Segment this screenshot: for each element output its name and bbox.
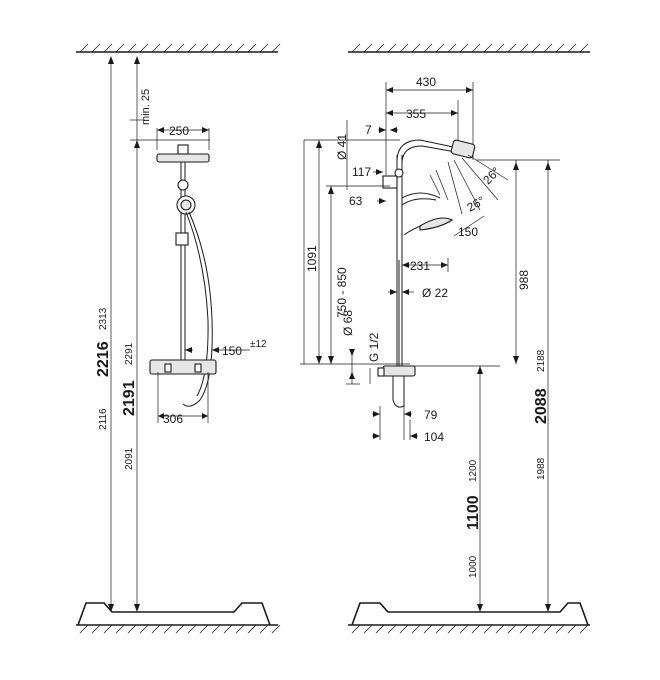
outlet-depth-label: 104: [424, 430, 444, 444]
floor-top-label: 2188: [536, 349, 547, 372]
right-ceiling: [348, 43, 590, 53]
angle-2-label: 26°: [465, 193, 488, 214]
thermostat-depth-label: 79: [424, 408, 438, 422]
thread-label: G 1/2: [367, 332, 381, 362]
height-top-label: 2313: [98, 307, 109, 330]
left-ceiling: [76, 43, 281, 53]
hand-length-label: 150: [458, 225, 478, 239]
right-vertical-dimensions: [300, 140, 560, 612]
left-showerhead: [156, 127, 210, 163]
bar-width-label: 306: [163, 412, 183, 426]
head-diameter-label: 250: [169, 124, 189, 138]
right-top-dimensions: [304, 82, 474, 190]
floor-main-label: 2088: [533, 388, 550, 424]
rail-diameter-label: Ø 22: [422, 286, 448, 300]
hose-tolerance-label: ±12: [250, 339, 267, 350]
left-shower-column: [149, 162, 250, 423]
height2-low-label: 2091: [124, 447, 135, 470]
mount-main-label: 1100: [465, 495, 482, 530]
right-floor: [348, 602, 590, 634]
height2-main-label: 2191: [121, 380, 138, 416]
floor-low-label: 1988: [536, 457, 547, 480]
min-gap-label: min. 25: [140, 89, 152, 125]
pipe-diameter-label: Ø 41: [335, 134, 349, 160]
handshower-reach-label: 231: [410, 259, 430, 273]
mount-top-label: 1200: [468, 459, 479, 482]
right-shower-column: [377, 139, 476, 408]
right-small-dimensions: [372, 169, 485, 440]
hand-offset-label: 63: [349, 194, 363, 208]
height-low-label: 2116: [98, 408, 109, 430]
head-drop-label: 988: [517, 270, 531, 290]
left-dimension-lines: [108, 56, 210, 612]
height-main-label: 2216: [95, 341, 112, 377]
left-floor: [76, 602, 281, 634]
right-view: 430 355 7 Ø 41 117 63 26° 26° 150 1091 7…: [300, 43, 590, 634]
rosette-diameter-label: Ø 68: [341, 310, 355, 336]
hose-offset-label: 150: [222, 344, 242, 358]
adjust-range-label: 750 - 850: [335, 267, 349, 318]
left-view: min. 25 250 150 ±12 306 2313 2216 2116 2…: [76, 43, 281, 634]
arm-to-head-label: 355: [406, 107, 426, 121]
right-spray-fan: [429, 154, 509, 215]
bracket-width-label: 117: [352, 165, 371, 179]
arm-length-label: 430: [416, 75, 436, 89]
mount-low-label: 1000: [468, 555, 479, 578]
height2-top-label: 2291: [124, 342, 135, 365]
column-height-label: 1091: [305, 245, 319, 272]
wall-offset-label: 7: [365, 123, 372, 137]
